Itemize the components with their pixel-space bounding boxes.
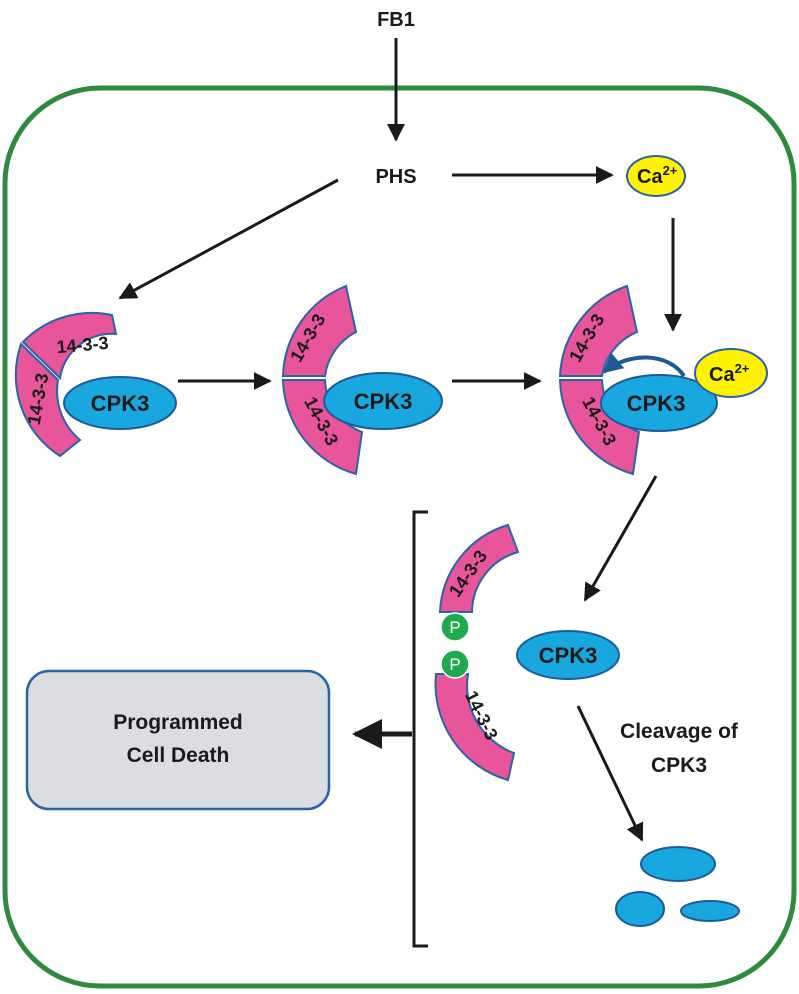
phosphorylated-fourteen-three-three-lower: 14-3-3 P xyxy=(434,649,516,782)
fourteen-three-three-lower-segment xyxy=(14,342,82,458)
cleavage-label-line1: Cleavage of xyxy=(620,720,739,743)
svg-text:CPK3: CPK3 xyxy=(91,391,150,416)
svg-text:CPK3: CPK3 xyxy=(354,389,413,414)
cleavage-label-line2: CPK3 xyxy=(651,754,707,777)
complex-2: 14-3-3 14-3-3 CPK3 xyxy=(281,284,443,476)
programmed-cell-death-box xyxy=(25,669,331,811)
cleavage-arrow xyxy=(576,705,644,842)
cpk3-fragment xyxy=(680,900,740,922)
fb1-label: FB1 xyxy=(377,9,415,31)
complex-3: 14-3-3 14-3-3 CPK3 Ca2+ xyxy=(558,284,768,476)
phosphate-group xyxy=(440,612,470,642)
complex-1: 14-3-3 14-3-3 CPK3 xyxy=(14,311,177,458)
cpk3-fragment xyxy=(615,891,665,927)
outcome-line2: Cell Death xyxy=(127,744,230,767)
fourteen-three-three-segment xyxy=(438,523,520,613)
fourteen-three-three-segment xyxy=(434,673,516,782)
products-bracket xyxy=(412,510,428,948)
fourteen-three-three-upper-segment xyxy=(21,311,118,381)
phs-label: PHS xyxy=(375,166,416,188)
svg-text:Ca2+: Ca2+ xyxy=(709,361,750,386)
released-cpk3-label: CPK3 xyxy=(539,643,598,668)
phosphate-group xyxy=(440,649,470,679)
svg-text:Ca2+: Ca2+ xyxy=(637,163,678,188)
phs-to-complex1-arrow xyxy=(118,178,339,300)
cpk3-protein xyxy=(63,376,177,430)
complex3-to-released-cpk3-arrow xyxy=(583,475,658,602)
outcome-line1: Programmed xyxy=(113,711,243,734)
svg-text:CPK3: CPK3 xyxy=(627,391,686,416)
calcium-ion-bound: Ca2+ xyxy=(694,348,768,398)
fourteen-three-three-upper-segment xyxy=(558,284,639,377)
calcium-ion-top: Ca2+ xyxy=(626,155,686,197)
fourteen-three-three-upper-segment xyxy=(281,284,358,377)
svg-text:P: P xyxy=(449,618,460,637)
released-cpk3 xyxy=(516,630,620,680)
svg-text:14-3-3: 14-3-3 xyxy=(56,333,110,357)
cpk3-protein xyxy=(323,372,443,430)
cpk3-fragment xyxy=(640,846,716,882)
autophosphorylation-arrow xyxy=(602,352,686,378)
cpk3-protein xyxy=(600,374,718,432)
svg-text:P: P xyxy=(449,655,460,674)
calcium-superscript: 2+ xyxy=(663,163,678,178)
calcium-label: Ca xyxy=(637,166,663,188)
